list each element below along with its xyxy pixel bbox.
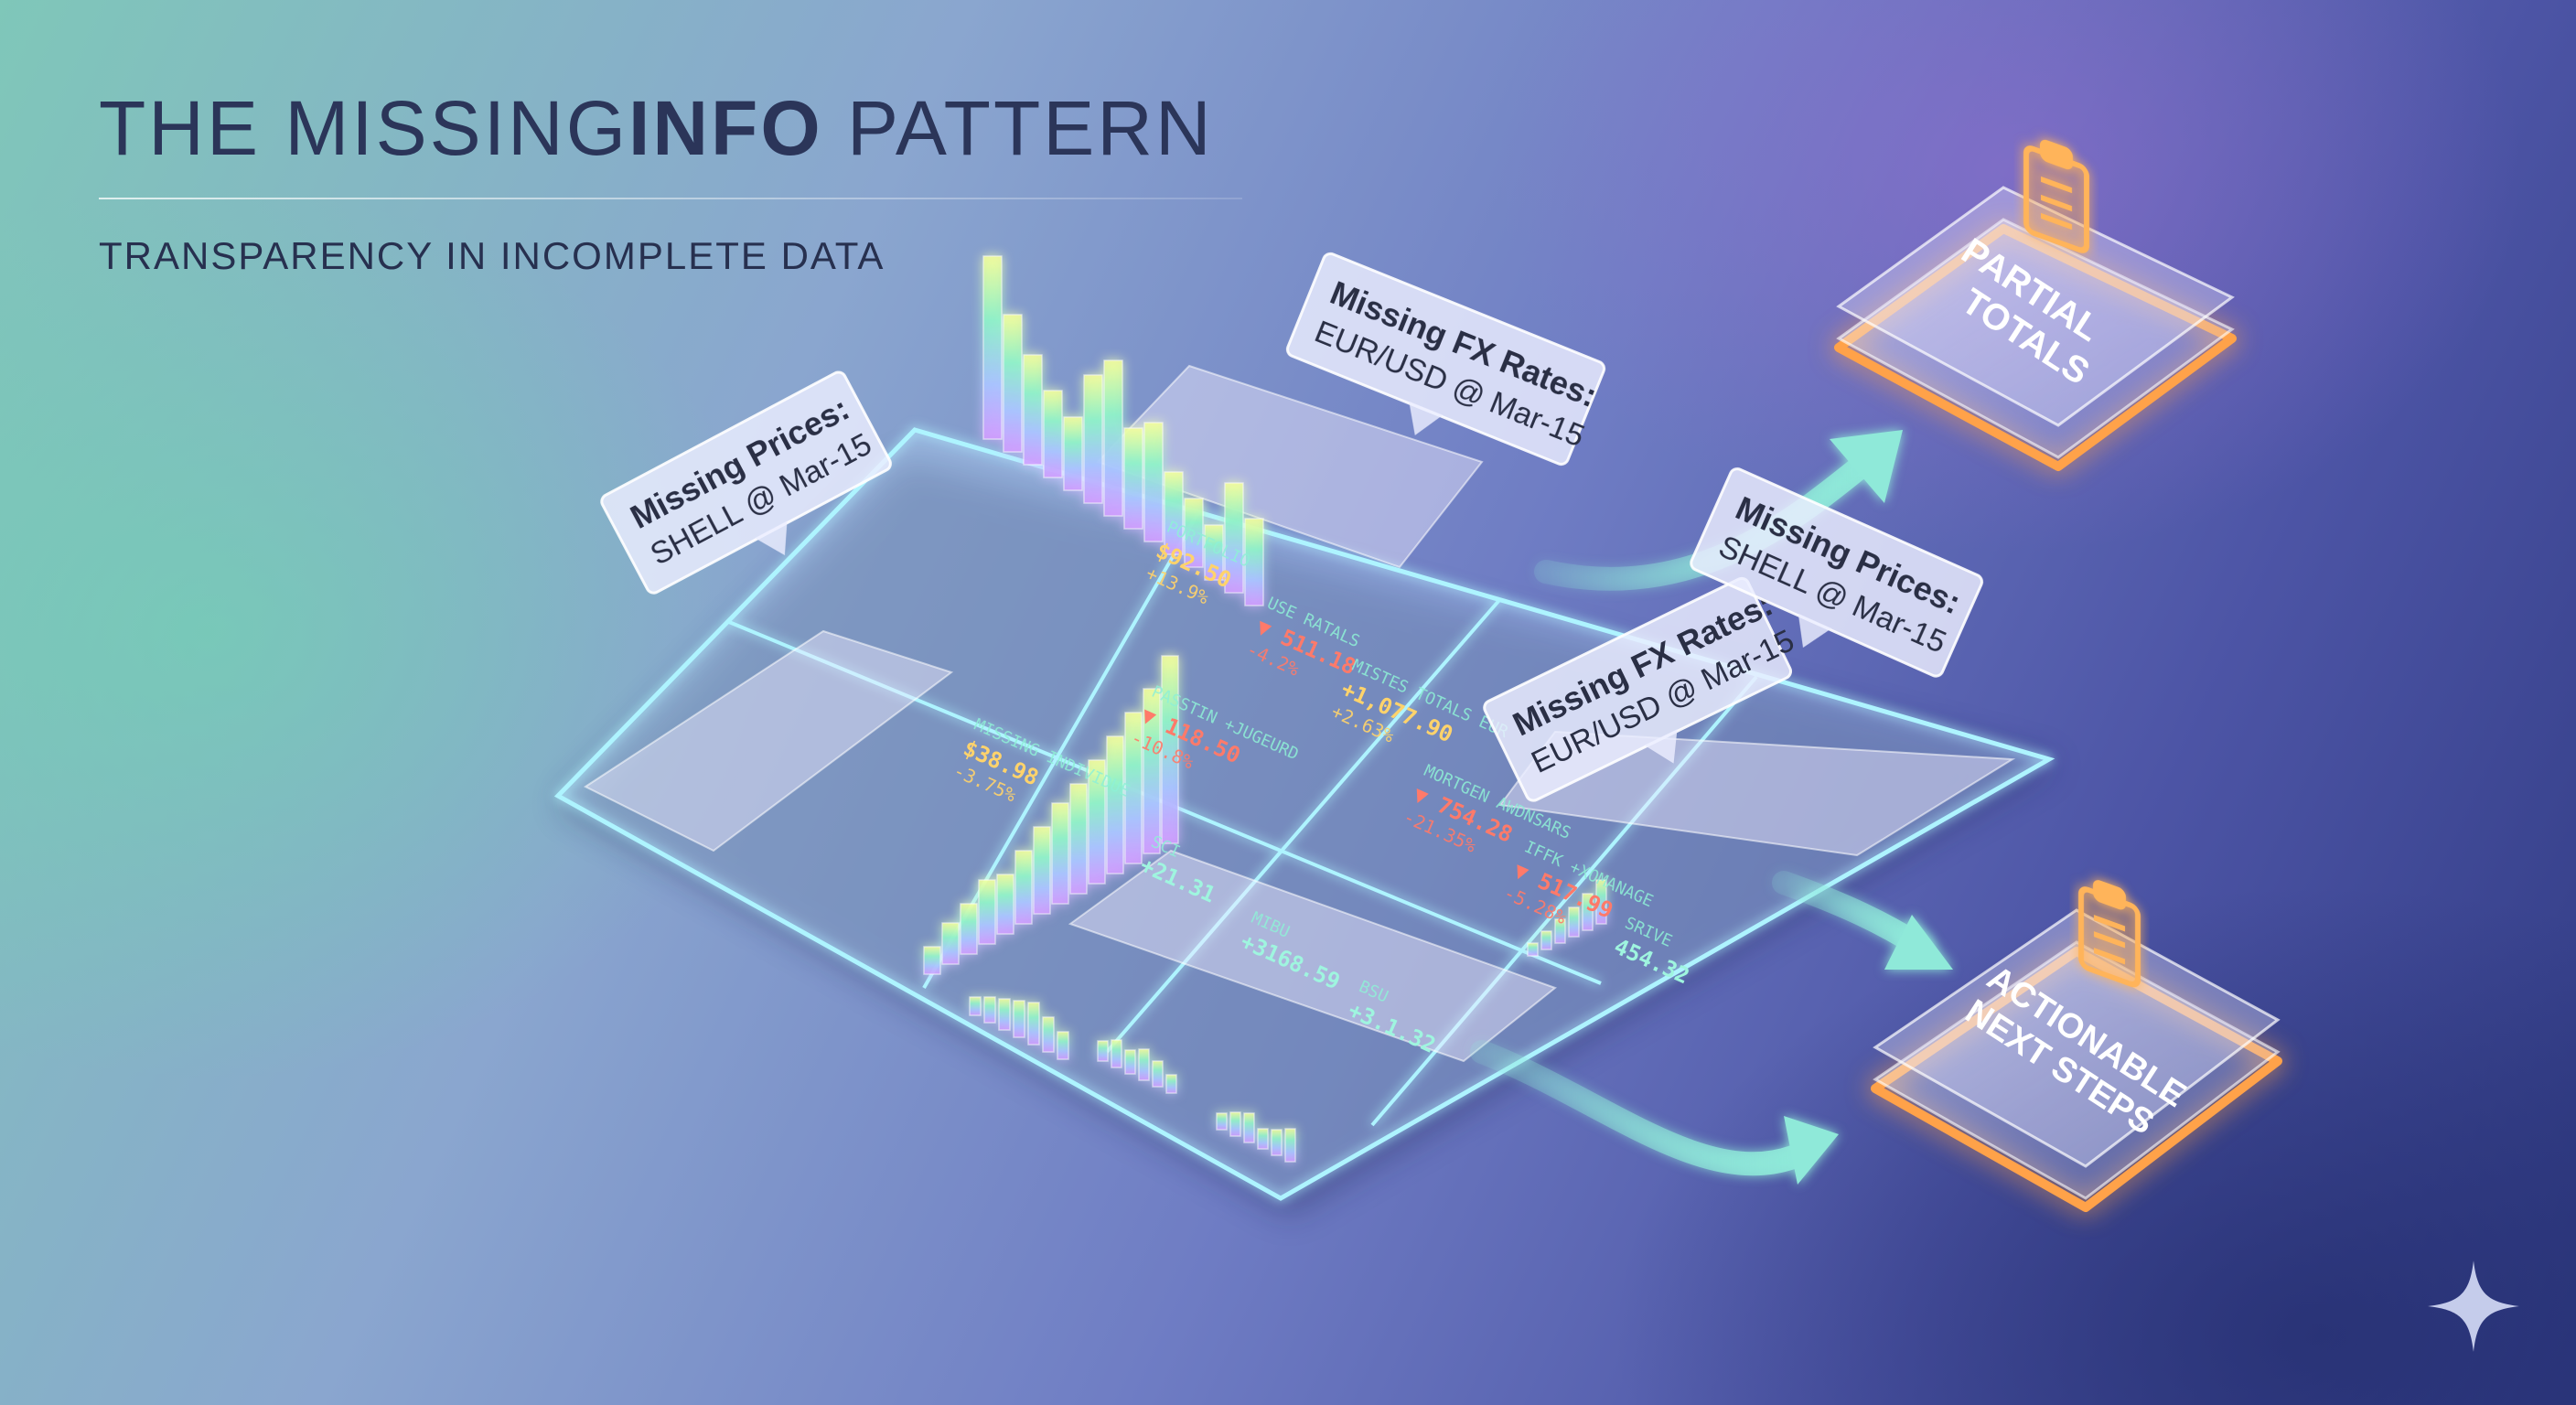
callout-pointer — [755, 520, 788, 556]
chart-bar — [1204, 524, 1224, 581]
title-block: THE MISSINGINFO PATTERN TRANSPARENCY IN … — [99, 90, 1251, 278]
arrow-to-next-steps-lower — [1470, 1040, 1805, 1176]
chart-bar — [1229, 1111, 1241, 1137]
chart-bar — [1165, 1074, 1177, 1094]
chart-bar — [1103, 359, 1123, 517]
chart-bar — [1057, 1031, 1069, 1060]
chart-bar — [1042, 1016, 1055, 1053]
chart-bar — [1023, 354, 1043, 466]
callout-pointer — [1409, 401, 1444, 435]
chart-bar — [1111, 1039, 1122, 1068]
chart-bar — [1143, 688, 1161, 854]
chart-bar — [960, 903, 978, 955]
chart-bar — [1106, 735, 1124, 874]
chart-bar — [1069, 783, 1088, 895]
arrowhead-next-steps-lower — [1784, 1116, 1839, 1185]
chart-bar — [1014, 850, 1033, 925]
chart-bar — [969, 996, 982, 1016]
page-title: THE MISSINGINFO PATTERN — [99, 90, 1251, 166]
title-suffix: PATTERN — [822, 85, 1214, 171]
chart-bar — [1216, 1112, 1228, 1131]
chart-bar — [983, 996, 996, 1024]
pad-upper-layer — [1873, 908, 2281, 1168]
arrow-heads — [1784, 430, 1953, 1185]
bar-charts — [923, 255, 1607, 1163]
chart-bar — [1013, 1000, 1025, 1038]
chart-bar — [1124, 712, 1143, 864]
chart-bar — [1244, 518, 1264, 606]
clipboard-checklist-icon — [2023, 139, 2089, 253]
chart-bar — [1582, 893, 1594, 931]
chart-bar — [1164, 471, 1184, 555]
empty-cell-left — [583, 629, 954, 853]
chart-bar — [1595, 879, 1607, 925]
pad-lower-layer — [1873, 940, 2281, 1200]
sparkle-star-icon — [2428, 1260, 2519, 1352]
output-actionable-next-steps: ACTIONABLE NEXT STEPS — [1871, 880, 2282, 1212]
chart-bar — [1152, 1060, 1164, 1088]
chart-bar — [1027, 1002, 1040, 1046]
callout-pointer — [1644, 729, 1678, 764]
chart-bar — [923, 946, 941, 975]
chart-bar — [1527, 942, 1539, 957]
title-prefix: THE MISSING — [99, 85, 629, 171]
chart-bar — [1123, 427, 1143, 530]
chart-bar — [1124, 1049, 1136, 1075]
clipboard-checklist-icon — [2078, 880, 2141, 988]
chart-bar — [1161, 655, 1179, 844]
pad-upper-layer — [1836, 186, 2235, 427]
chart-bar — [1568, 906, 1580, 938]
arrowhead-partial-totals — [1830, 430, 1903, 503]
chart-bar — [1257, 1128, 1269, 1150]
pad-lower-layer — [1836, 218, 2235, 459]
output-partial-totals: PARTIAL TOTALS — [1834, 139, 2237, 471]
chart-bar — [1083, 374, 1103, 504]
chart-bar — [1540, 930, 1552, 950]
chart-bar — [941, 922, 960, 965]
chart-bar — [1051, 802, 1069, 905]
chart-bar — [1554, 918, 1566, 944]
chart-bar — [1043, 390, 1063, 478]
arrowhead-next-steps-upper — [1884, 915, 1953, 970]
chart-bar — [1243, 1112, 1255, 1143]
callout-pointer — [1798, 613, 1832, 649]
arrow-to-next-steps-upper — [1772, 871, 1933, 959]
title-bold: INFO — [628, 85, 823, 171]
chart-bar — [996, 874, 1014, 935]
empty-data-cells — [583, 364, 2016, 1063]
chart-bar — [978, 879, 996, 945]
empty-cell-bottom — [1068, 849, 1558, 1063]
chart-bar — [1088, 759, 1106, 885]
chart-bar — [982, 255, 1003, 440]
chart-bar — [1271, 1129, 1283, 1156]
chart-bar — [1143, 422, 1164, 542]
chart-bar — [1224, 482, 1244, 594]
chart-bar — [1138, 1048, 1150, 1081]
page-subtitle: TRANSPARENCY IN INCOMPLETE DATA — [99, 234, 886, 277]
chart-bar — [1003, 314, 1023, 453]
chart-bar — [1284, 1128, 1296, 1163]
chart-bar — [998, 998, 1011, 1031]
chart-bar — [1184, 498, 1204, 568]
chart-bar — [1063, 416, 1083, 491]
chart-bar — [1033, 826, 1051, 915]
title-divider — [99, 198, 1242, 199]
chart-bar — [1097, 1040, 1109, 1062]
